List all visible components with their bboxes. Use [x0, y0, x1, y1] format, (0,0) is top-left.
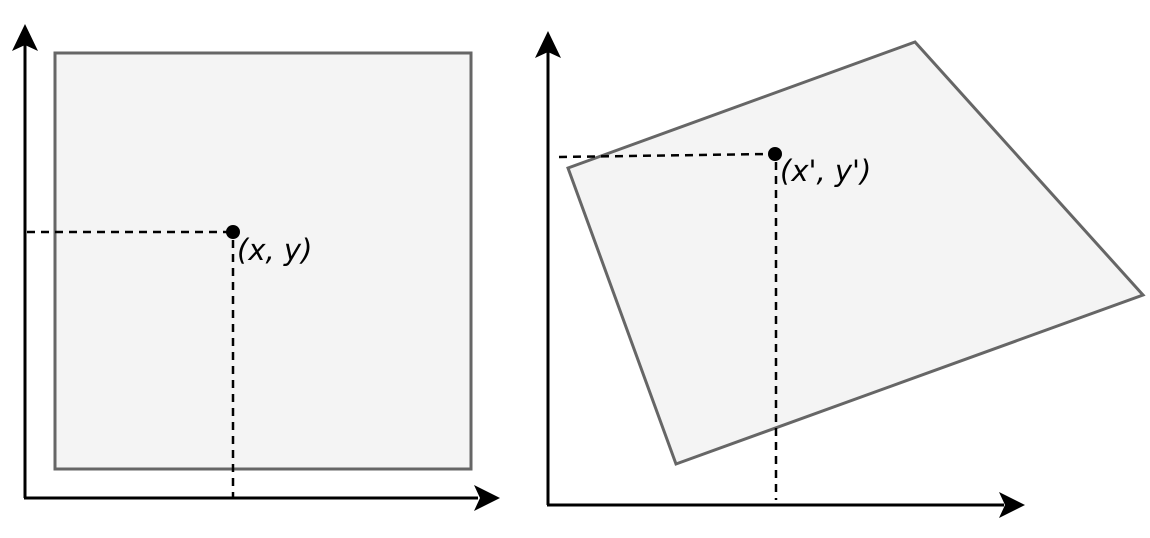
right-y-axis-arrowhead-icon	[535, 31, 561, 58]
original-rectangle	[53, 51, 473, 471]
right-horizontal-guide	[558, 152, 769, 159]
left-x-axis-arrowhead-icon	[474, 485, 500, 511]
left-panel	[12, 24, 500, 511]
right-x-axis-arrowhead-icon	[999, 492, 1025, 518]
left-y-axis-arrowhead-icon	[12, 24, 38, 51]
transformed-quadrilateral	[566, 40, 1146, 466]
original-point-label: (x, y)	[237, 233, 313, 267]
right-panel	[535, 31, 1146, 518]
original-point	[226, 225, 240, 239]
transformed-point	[768, 147, 782, 161]
transformed-point-label: (x', y')	[780, 154, 872, 188]
